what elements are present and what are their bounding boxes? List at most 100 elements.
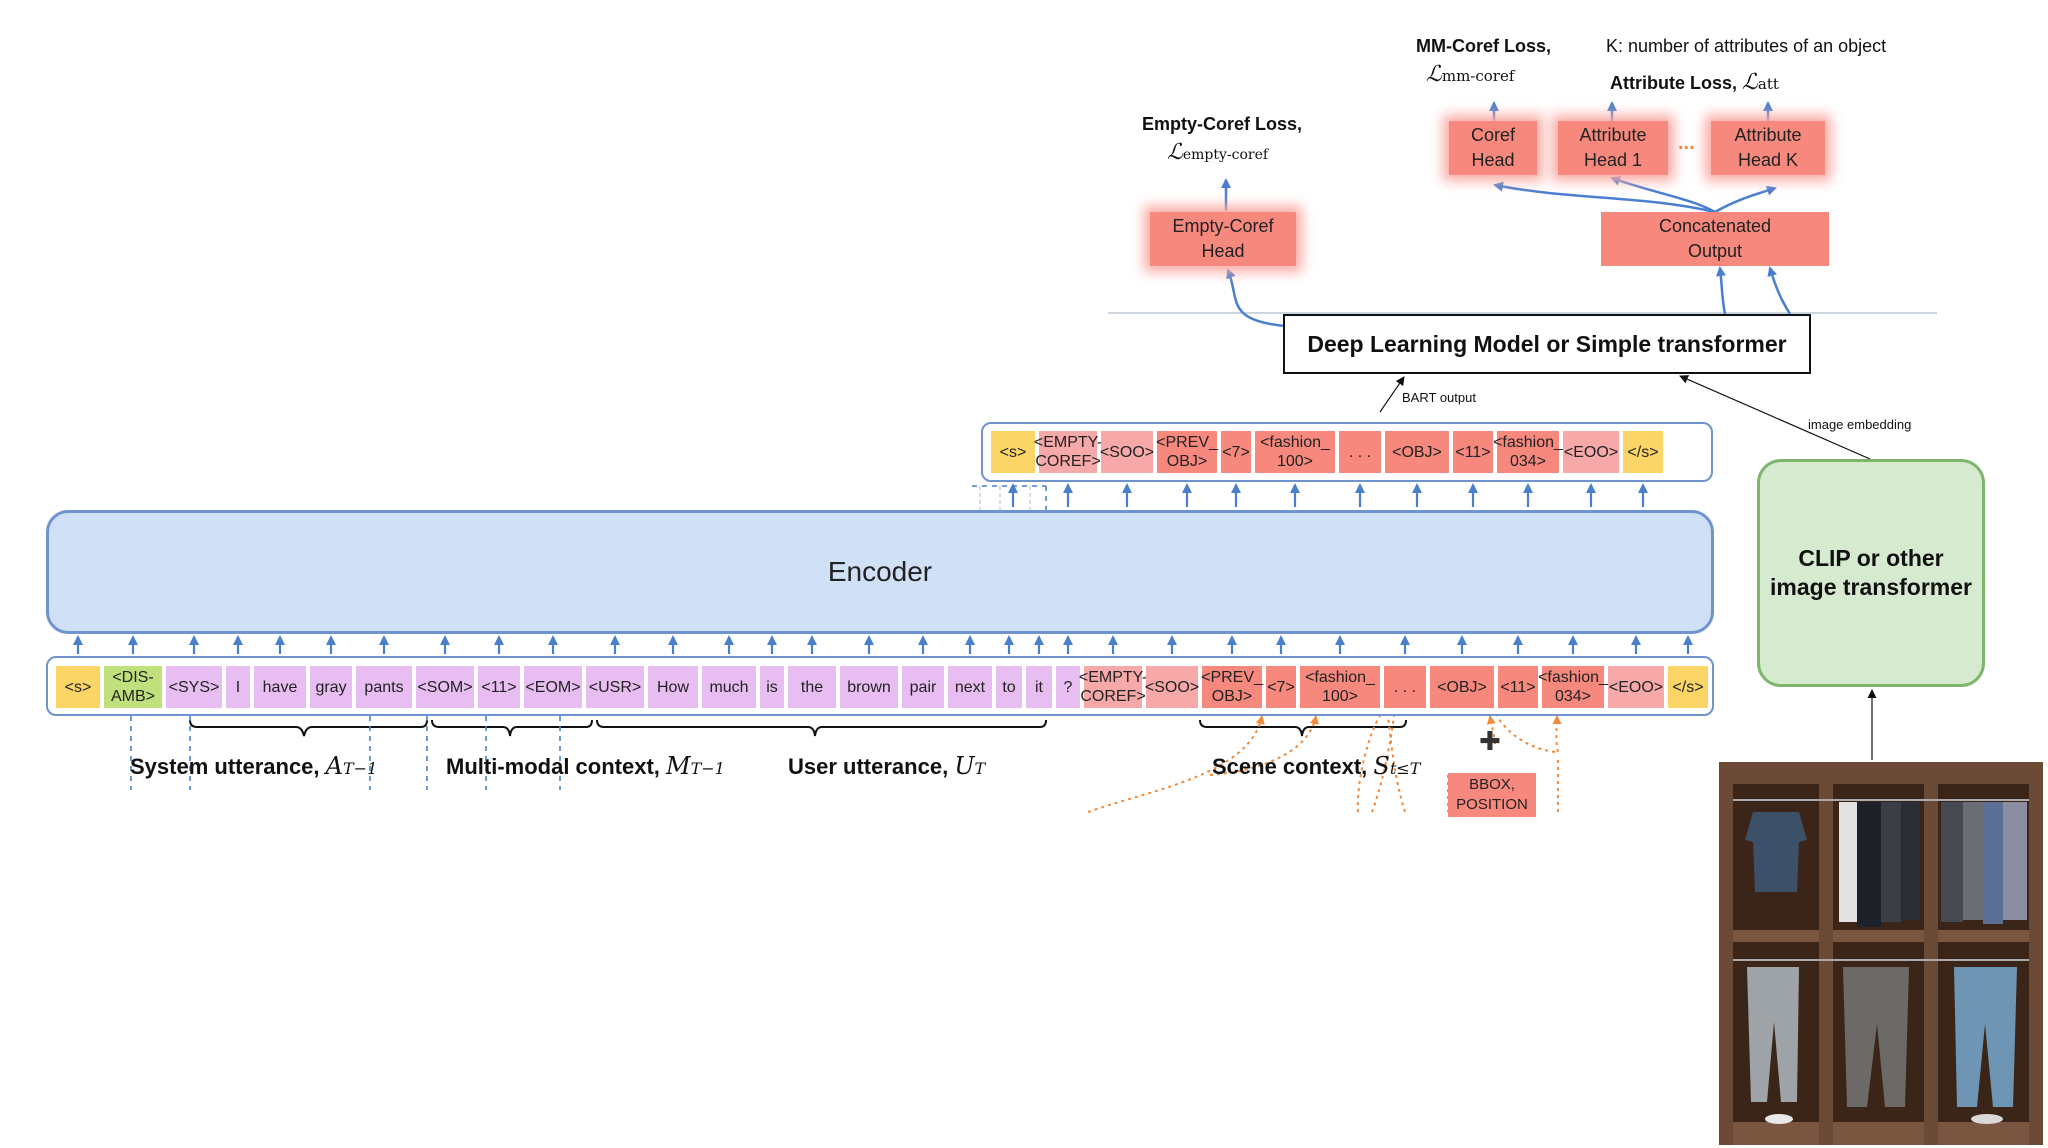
bbox-position-box: BBOX, POSITION [1448,773,1536,817]
input-token: <EMPTY-COREF> [1079,666,1147,708]
model-to-concat-arrow-1 [1715,266,1727,315]
input-token: is [760,666,784,708]
input-token: next [948,666,992,708]
input-token: <s> [56,666,100,708]
output-token: <fashion_034> [1493,431,1563,473]
output-token: <OBJ> [1385,431,1449,473]
heads-ellipsis: ... [1678,132,1695,154]
input-token: <EOO> [1608,666,1664,708]
model-box-label: Deep Learning Model or Simple transforme… [1307,330,1787,357]
bbox-plus-icon: ✚ [1479,726,1501,756]
empty-coref-head-line2: Head [1201,241,1245,261]
closet-scene-drawing [1719,762,2043,1145]
input-token: <SOO> [1145,666,1199,708]
empty-coref-head-line1: Empty-Coref [1172,216,1274,236]
scene-feature-curve [1371,715,1395,813]
output-token: . . . [1339,431,1381,473]
input-token: <SYS> [166,666,222,708]
user-utterance-sub: T [974,759,986,778]
mm-coref-loss-l: ℒ [1426,62,1442,87]
input-token: <SOM> [416,666,474,708]
empty-coref-loss-symbol: ℒempty-coref [1167,140,1268,165]
input-token: brown [840,666,898,708]
mm-coref-loss-sub: mm-coref [1441,67,1515,85]
k-attributes-note: K: number of attributes of an object [1606,36,1887,56]
bart-output-label: BART output [1402,390,1476,405]
system-utterance-label: System utterance, AT−1 [130,752,377,780]
mm-coref-loss-symbol: ℒmm-coref [1426,62,1514,87]
attribute-loss-title: Attribute Loss, ℒatt [1610,70,1779,95]
output-token: </s> [1623,431,1663,473]
bbox-line2: POSITION [1456,796,1528,813]
attribute-head-k: Attribute Head K [1711,121,1825,175]
scene-feature-curve [1387,715,1406,813]
system-utterance-sub: T−1 [343,759,378,778]
scene-context-sub: t≤T [1389,759,1421,778]
input-token: to [996,666,1022,708]
scene-feature-curve [1552,715,1562,753]
input-token: <fashion_034> [1538,666,1608,708]
input-token: much [702,666,756,708]
coref-head-line1: Coref [1470,125,1515,145]
attribute-loss-sub: att [1757,75,1779,93]
input-token: . . . [1384,666,1426,708]
input-token: <USR> [586,666,644,708]
output-token: <s> [991,431,1035,473]
output-token: <7> [1221,431,1251,473]
clip-label-line2: image transformer [1770,574,1972,600]
input-token: <PREV_OBJ> [1201,666,1263,708]
scene-context-text: Scene context, [1212,754,1368,779]
concatenated-line2: Output [1687,241,1743,261]
attribute-loss-l: ℒ [1742,70,1758,95]
multimodal-context-text: Multi-modal context, [446,754,660,779]
input-token: </s> [1668,666,1708,708]
user-utterance-var: U [954,752,975,780]
empty-coref-loss-l: ℒ [1167,140,1183,165]
brace-user [596,719,1047,737]
output-token: <PREV_OBJ> [1156,431,1218,473]
scene-context-label: Scene context, St≤T [1212,752,1420,780]
multimodal-context-sub: T−1 [690,759,725,778]
attr1-head-line2: Head 1 [1583,150,1643,170]
brace-scene [1199,719,1407,737]
input-token: pair [902,666,944,708]
clip-image-transformer-box: CLIP or other image transformer [1757,459,1985,687]
input-token: <7> [1266,666,1296,708]
multimodal-context-label: Multi-modal context, MT−1 [446,752,725,780]
scene-context-var: S [1373,752,1390,780]
input-token: it [1026,666,1052,708]
scene-feature-curve [1496,715,1556,753]
output-token: <EMPTY-COREF> [1034,431,1102,473]
concat-to-attr1-head [1610,176,1716,214]
empty-coref-head: Empty-Coref Head [1150,212,1296,266]
mm-coref-loss-title: MM-Coref Loss, [1416,36,1551,56]
system-utterance-text: System utterance, [130,754,320,779]
input-token: <11> [478,666,520,708]
attrK-head-line2: Head K [1737,150,1799,170]
encoder-label: Encoder [827,556,933,587]
attribute-head-1: Attribute Head 1 [1558,121,1668,175]
model-to-empty-coref-arrow [1226,268,1286,328]
brace-system [189,719,428,737]
bart-output-arrow [1379,376,1405,413]
input-token: I [226,666,250,708]
encoder-block: Encoder [46,510,1714,634]
attribute-loss-text: Attribute Loss, [1610,73,1738,93]
model-to-concat-arrow-2 [1767,266,1792,315]
image-embedding-label: image embedding [1808,417,1912,432]
input-token: the [788,666,836,708]
output-token: <fashion_100> [1255,431,1335,473]
input-token: <OBJ> [1430,666,1494,708]
input-token: have [254,666,306,708]
input-token: <fashion_100> [1300,666,1380,708]
clip-label-line1: CLIP or other [1798,545,1944,571]
empty-coref-loss-sub: empty-coref [1182,147,1269,163]
brace-multimodal [431,719,593,737]
input-token: gray [310,666,352,708]
input-token: How [648,666,698,708]
output-token: <EOO> [1563,431,1619,473]
output-token: <SOO> [1100,431,1154,473]
user-utterance-label: User utterance, UT [788,752,985,780]
input-token: ? [1056,666,1080,708]
